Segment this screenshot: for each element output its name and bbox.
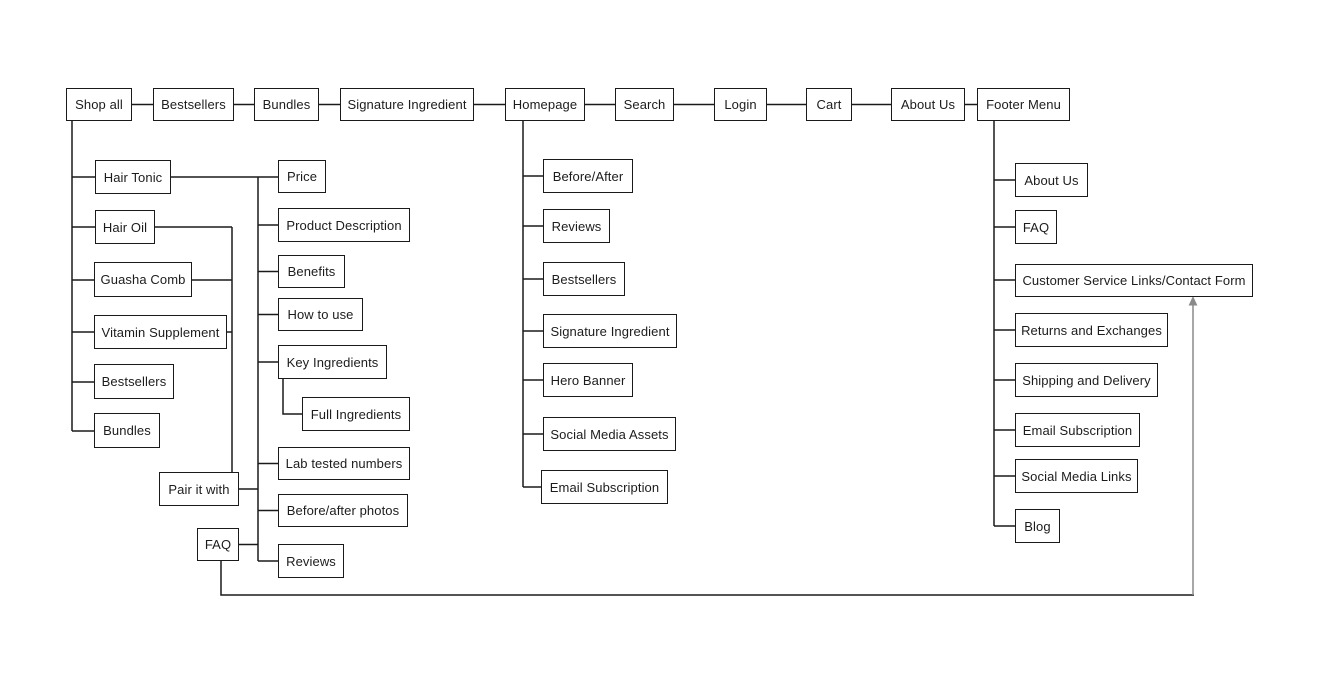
node-social-media-assets[interactable]: Social Media Assets xyxy=(543,417,676,451)
node-homepage[interactable]: Homepage xyxy=(505,88,585,121)
node-cart[interactable]: Cart xyxy=(806,88,852,121)
node-vitamin-supplement[interactable]: Vitamin Supplement xyxy=(94,315,227,349)
node-product-reviews[interactable]: Reviews xyxy=(278,544,344,578)
node-shop-bestsellers[interactable]: Bestsellers xyxy=(94,364,174,399)
node-hair-oil[interactable]: Hair Oil xyxy=(95,210,155,244)
shop-all-tree-lines xyxy=(71,121,95,432)
node-home-email-subscription[interactable]: Email Subscription xyxy=(541,470,668,504)
footer-menu-tree-lines xyxy=(993,121,1015,527)
node-about-us[interactable]: About Us xyxy=(891,88,965,121)
node-key-ingredients[interactable]: Key Ingredients xyxy=(278,345,387,379)
node-full-ingredients[interactable]: Full Ingredients xyxy=(302,397,410,431)
faq-feedback-line-bottom xyxy=(220,561,1194,596)
node-product-description[interactable]: Product Description xyxy=(278,208,410,242)
node-blog[interactable]: Blog xyxy=(1015,509,1060,543)
node-social-media-links[interactable]: Social Media Links xyxy=(1015,459,1138,493)
node-benefits[interactable]: Benefits xyxy=(278,255,345,288)
node-footer-email-subscription[interactable]: Email Subscription xyxy=(1015,413,1140,447)
node-price[interactable]: Price xyxy=(278,160,326,193)
node-before-after-photos[interactable]: Before/after photos xyxy=(278,494,408,527)
node-guasha-comb[interactable]: Guasha Comb xyxy=(94,262,192,297)
node-hero-banner[interactable]: Hero Banner xyxy=(543,363,633,397)
node-signature-ingredient[interactable]: Signature Ingredient xyxy=(340,88,474,121)
node-home-bestsellers[interactable]: Bestsellers xyxy=(543,262,625,296)
node-bundles[interactable]: Bundles xyxy=(254,88,319,121)
node-home-before-after[interactable]: Before/After xyxy=(543,159,633,193)
node-search[interactable]: Search xyxy=(615,88,674,121)
node-shop-bundles[interactable]: Bundles xyxy=(94,413,160,448)
node-footer-faq[interactable]: FAQ xyxy=(1015,210,1057,244)
node-login[interactable]: Login xyxy=(714,88,767,121)
node-lab-tested-numbers[interactable]: Lab tested numbers xyxy=(278,447,410,480)
node-home-reviews[interactable]: Reviews xyxy=(543,209,610,243)
homepage-tree-lines xyxy=(522,121,543,488)
node-home-signature-ingredient[interactable]: Signature Ingredient xyxy=(543,314,677,348)
node-pair-it-with[interactable]: Pair it with xyxy=(159,472,239,506)
node-footer-menu[interactable]: Footer Menu xyxy=(977,88,1070,121)
hair-oil-group-tree-lines xyxy=(155,226,233,472)
node-product-faq[interactable]: FAQ xyxy=(197,528,239,561)
arrow-head-up-icon xyxy=(1188,296,1198,306)
node-returns-and-exchanges[interactable]: Returns and Exchanges xyxy=(1015,313,1168,347)
node-bestsellers[interactable]: Bestsellers xyxy=(153,88,234,121)
node-hair-tonic[interactable]: Hair Tonic xyxy=(95,160,171,194)
node-customer-service-links[interactable]: Customer Service Links/Contact Form xyxy=(1015,264,1253,297)
node-shop-all[interactable]: Shop all xyxy=(66,88,132,121)
node-how-to-use[interactable]: How to use xyxy=(278,298,363,331)
product-section-tree-lines xyxy=(239,176,302,562)
node-shipping-and-delivery[interactable]: Shipping and Delivery xyxy=(1015,363,1158,397)
node-footer-about-us[interactable]: About Us xyxy=(1015,163,1088,197)
